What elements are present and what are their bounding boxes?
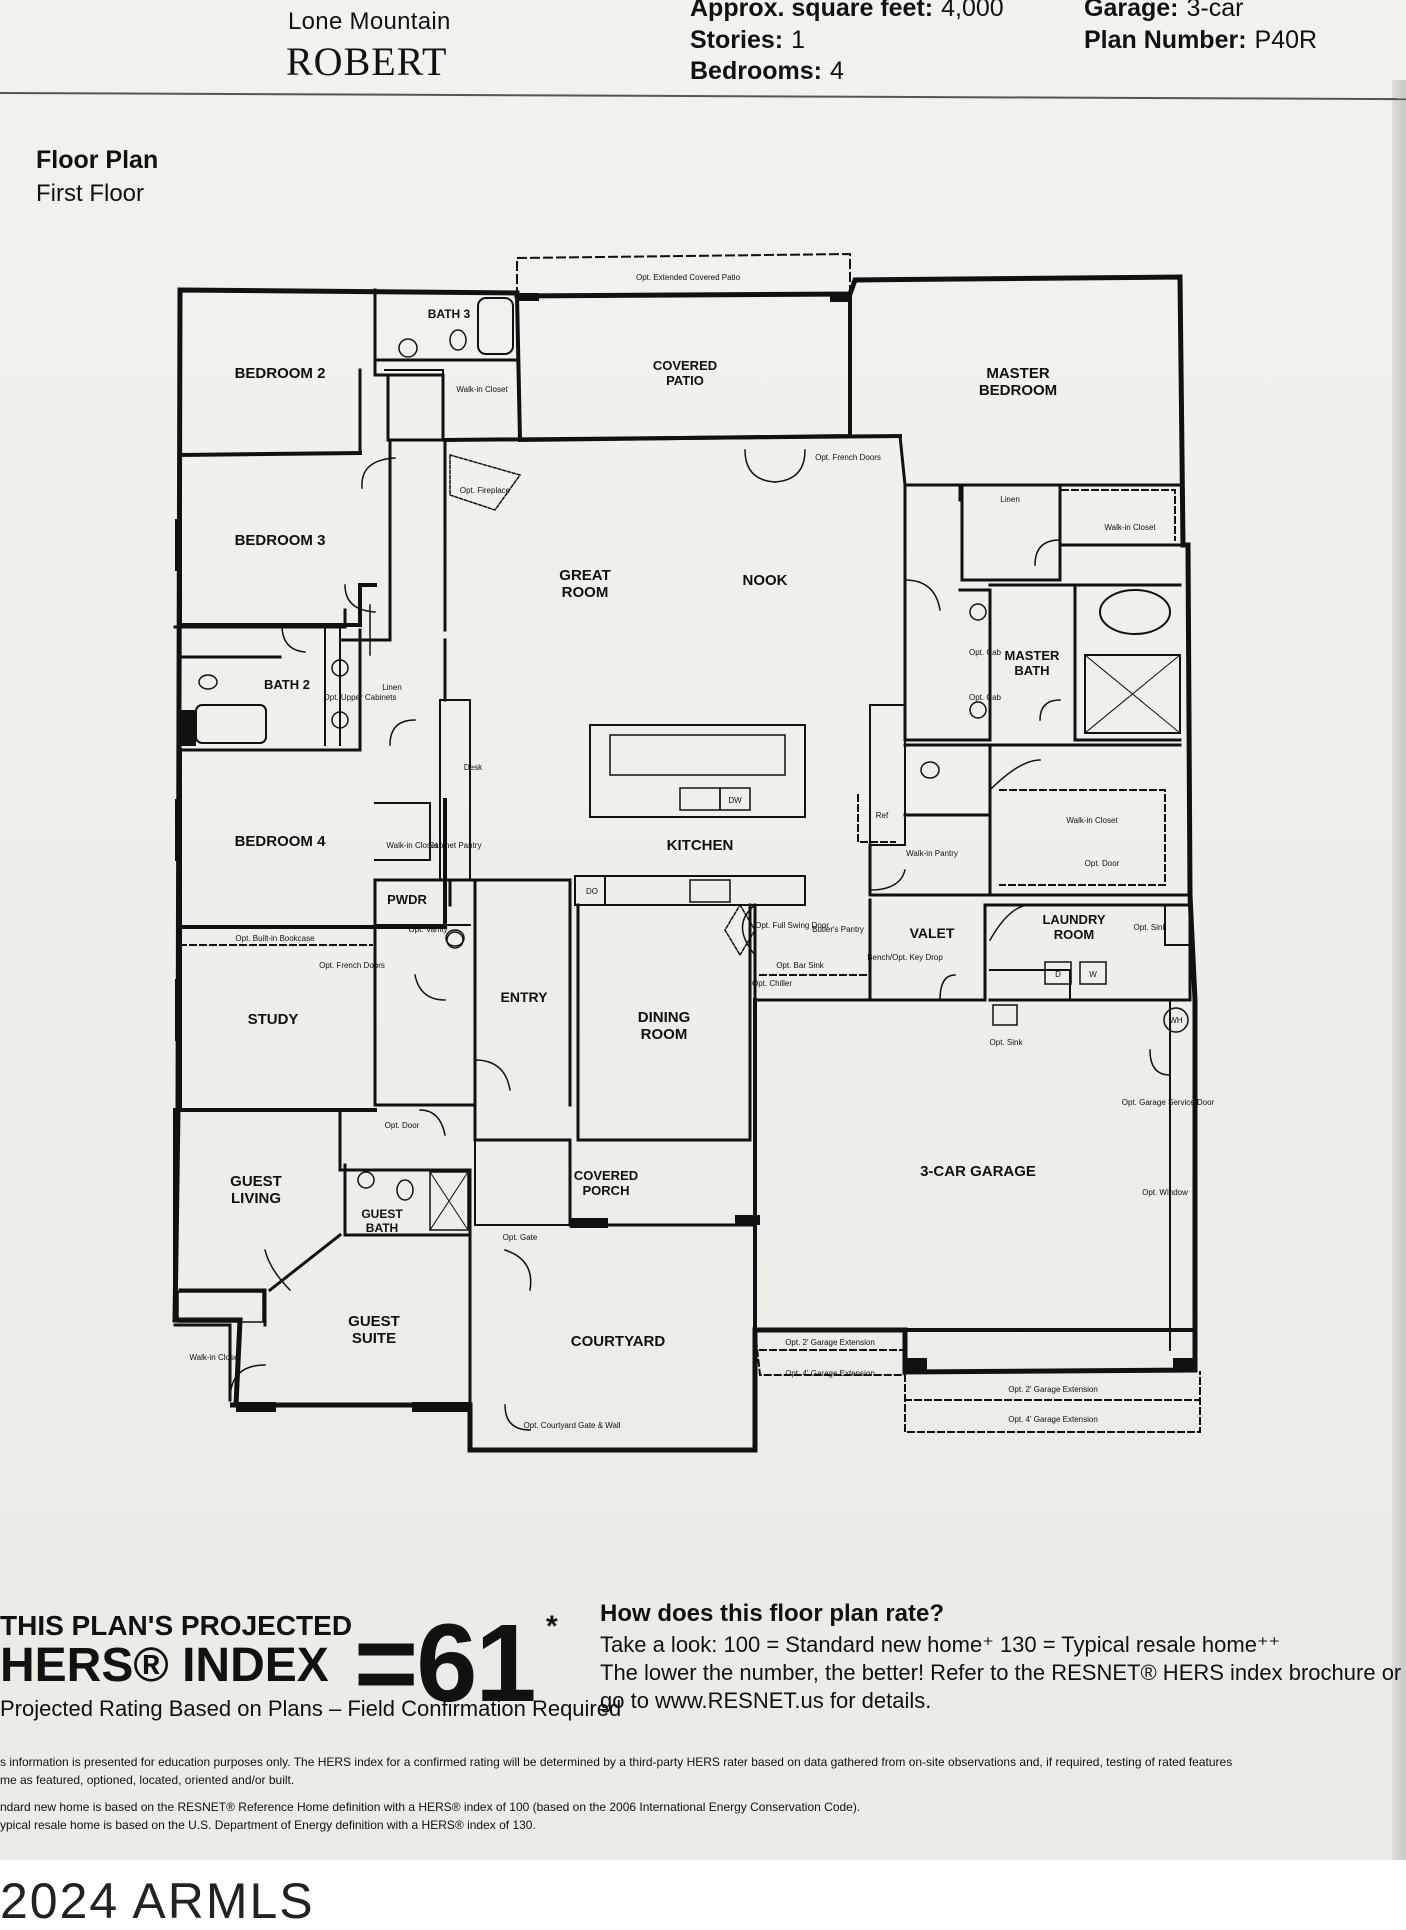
note-label: Opt. Courtyard Gate & Wall (523, 1421, 620, 1430)
note-label: Opt. Cab (969, 693, 1002, 702)
note-label: Opt. French Doors (815, 453, 881, 462)
copyright-watermark: 2024 ARMLS (0, 1873, 315, 1929)
hers-heading: THIS PLAN'S PROJECTED (0, 1610, 353, 1641)
note-label: Desk (464, 763, 483, 772)
note-label: D (1055, 970, 1061, 979)
rating-line-3: go to www.RESNET.us for details. (600, 1688, 932, 1713)
room-label: BEDROOM 2 (235, 365, 326, 382)
note-label: Ref (876, 811, 889, 820)
room-label: STUDY (248, 1011, 299, 1028)
room-label: ENTRY (501, 989, 549, 1005)
note-label: Opt. Built-in Bookcase (235, 934, 315, 943)
note-label: Opt. Gate (503, 1233, 538, 1242)
hers-asterisk: * (546, 1610, 558, 1643)
note-label: Opt. Door (1085, 859, 1120, 868)
note-label: Walk-in Closet (1104, 523, 1156, 532)
room-label: NOOK (743, 572, 788, 589)
note-label: Opt. Full Swing Door (755, 921, 829, 930)
note-label: Walk-in Closet (189, 1353, 241, 1362)
note-label: Opt. 2' Garage Extension (785, 1338, 875, 1347)
note-label: Bench/Opt. Key Drop (867, 953, 943, 962)
note-label: Opt. Door (385, 1121, 420, 1130)
note-label: Linen (382, 683, 402, 692)
footnote: me as featured, optioned, located, orien… (0, 1773, 295, 1787)
hers-index-value: =61 (354, 1602, 537, 1725)
room-label: BEDROOM 3 (235, 532, 326, 549)
room-label: 3-CAR GARAGE (920, 1163, 1036, 1180)
note-label: Opt. Extended Covered Patio (636, 273, 741, 282)
spec-bedrooms: Bedrooms:4 (690, 57, 844, 85)
note-label: Opt. Chiller (752, 979, 792, 988)
rating-question: How does this floor plan rate? (600, 1600, 945, 1627)
note-label: Butler's Pantry (812, 925, 864, 934)
note-label: Walk-in Pantry (906, 849, 958, 858)
note-label: DW (728, 796, 742, 805)
note-label: Opt. 4' Garage Extension (1008, 1415, 1098, 1424)
note-label: Opt. Garage Service Door (1122, 1098, 1215, 1107)
plan-name: ROBERT (286, 39, 448, 84)
room-label: VALET (910, 925, 955, 941)
note-label: Opt. Cab (969, 648, 1002, 657)
hers-index-label: HERS® INDEX (0, 1639, 329, 1692)
rating-line-1: Take a look: 100 = Standard new home⁺ 13… (600, 1632, 1281, 1657)
note-label: Opt. 4' Garage Extension (785, 1369, 875, 1378)
rating-line-2: The lower the number, the better! Refer … (600, 1660, 1402, 1685)
hers-note: Projected Rating Based on Plans – Field … (0, 1696, 622, 1721)
note-label: Opt. Fireplace (460, 486, 511, 495)
note-label: Walk-in Closet (1066, 816, 1118, 825)
footnote: s information is presented for education… (0, 1755, 1233, 1769)
spec-garage: Garage:3-car (1084, 0, 1244, 22)
room-label: BATH 2 (264, 677, 310, 692)
note-label: W (1089, 970, 1097, 979)
room-label: BEDROOM 4 (235, 833, 327, 850)
bottom-strip (0, 1860, 1406, 1929)
note-label: Opt. Bar Sink (776, 961, 825, 970)
note-label: Walk-in Closet (386, 841, 438, 850)
floor-plan-walls (172, 252, 1201, 1453)
note-label: Opt. Upper Cabinets (324, 693, 397, 702)
room-label: PWDR (387, 892, 427, 907)
footnote: ypical resale home is based on the U.S. … (0, 1818, 536, 1832)
floorplan-title: Floor Plan (36, 146, 159, 174)
spec-plan-number: Plan Number:P40R (1084, 26, 1318, 54)
floorplan-subtitle: First Floor (36, 180, 144, 207)
note-label: Opt. Sink (990, 1038, 1024, 1047)
note-label: Opt. Vanity (409, 925, 448, 934)
spec-sqft: Approx. square feet:4,000 (690, 0, 1004, 22)
note-label: Opt. French Doors (319, 961, 385, 970)
note-label: WH (1169, 1016, 1183, 1025)
window-marks (175, 277, 1196, 1406)
note-label: Walk-in Closet (456, 385, 508, 394)
page-edge (1392, 80, 1406, 1860)
note-label: Opt. Window (1142, 1188, 1188, 1197)
note-label: Linen (1000, 495, 1020, 504)
room-label: BATH 3 (428, 307, 471, 321)
room-label: KITCHEN (667, 837, 734, 854)
wall-caps (178, 292, 1195, 1412)
footnote: ndard new home is based on the RESNET® R… (0, 1800, 861, 1814)
room-label: COURTYARD (571, 1333, 666, 1350)
note-label: Opt. Sink (1134, 923, 1168, 932)
note-label: Cabinet Pantry (429, 841, 482, 850)
note-label: DO (586, 887, 598, 896)
spec-stories: Stories:1 (690, 26, 805, 54)
note-label: Opt. 2' Garage Extension (1008, 1385, 1098, 1394)
community-name: Lone Mountain (288, 8, 451, 35)
small-labels: Opt. Extended Covered Patio Walk-in Clos… (189, 273, 1214, 1430)
